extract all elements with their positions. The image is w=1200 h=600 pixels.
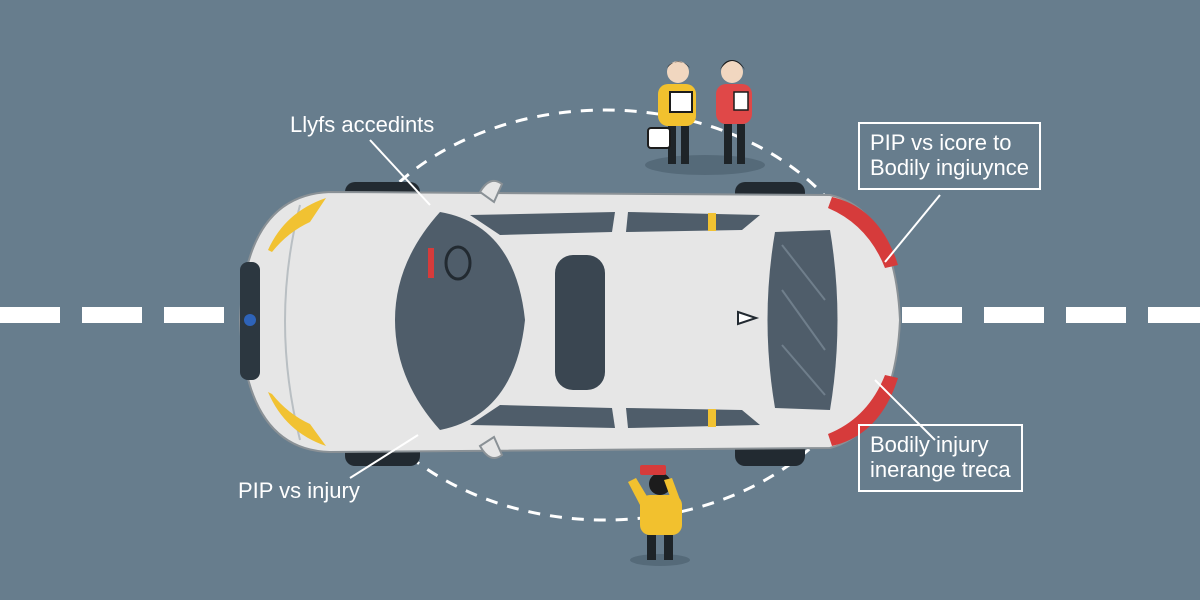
label-pointers xyxy=(349,139,941,479)
car-icon xyxy=(238,179,902,466)
person-with-phone-icon xyxy=(628,465,690,566)
label-top-left: Llyfs accedints xyxy=(290,112,435,137)
label-bottom-right-line1: Bodily injury xyxy=(870,432,989,457)
label-top-right-line2: Bodily ingiuynce xyxy=(870,155,1029,180)
label-bottom-right-line2: inerange treca xyxy=(870,457,1011,482)
briefcase-icon xyxy=(647,127,671,149)
phone-icon xyxy=(640,465,666,475)
document-icon xyxy=(669,91,693,113)
label-bottom-left: PIP vs injury xyxy=(238,478,360,503)
people-exchanging-icon xyxy=(645,60,765,175)
label-top-right-line1: PIP vs icore to xyxy=(870,130,1012,155)
label-bottom-right: Bodily injury inerange treca xyxy=(858,424,1023,492)
label-top-right: PIP vs icore to Bodily ingiuynce xyxy=(858,122,1041,190)
